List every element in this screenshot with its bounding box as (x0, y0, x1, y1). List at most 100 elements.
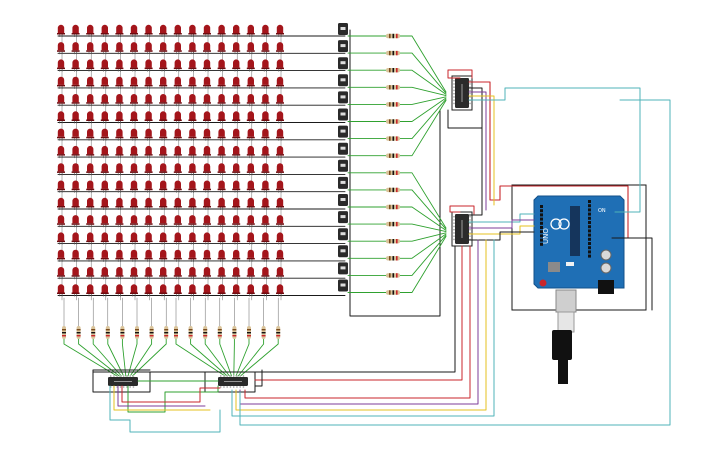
led-body (160, 145, 167, 155)
chip-pin (229, 375, 232, 377)
led-rim (217, 240, 226, 243)
led-rim (246, 292, 255, 294)
led (232, 59, 241, 72)
wire (233, 338, 235, 377)
led (232, 284, 241, 297)
led-body (130, 94, 138, 103)
wire (468, 231, 535, 241)
wire (254, 369, 263, 387)
resistor-band (188, 335, 193, 337)
transistor-mark (340, 266, 346, 270)
led (100, 215, 109, 228)
led-rim (130, 188, 138, 191)
led (130, 111, 138, 124)
wire (468, 213, 535, 223)
led-body (262, 249, 269, 258)
led-rim (86, 50, 95, 52)
led-rim (261, 223, 270, 225)
led-body (130, 111, 138, 120)
led (173, 232, 182, 245)
led-rim (100, 292, 109, 294)
led-rim (71, 206, 80, 208)
resistor-band (164, 332, 169, 334)
led-body (87, 145, 94, 155)
resistor (105, 326, 110, 339)
led (276, 24, 284, 37)
led-rim (261, 188, 270, 191)
led-rim (159, 292, 168, 294)
resistor-band (392, 170, 395, 175)
led (173, 94, 182, 107)
led-rim (159, 275, 168, 277)
chip-pin (242, 375, 245, 377)
led (159, 42, 168, 55)
led (203, 284, 211, 297)
resistor (386, 221, 400, 227)
transistor-mark (340, 112, 346, 116)
resistor-band (76, 329, 81, 331)
resistor-band (389, 170, 391, 175)
led (57, 267, 65, 280)
wire (127, 338, 138, 377)
resistor-band (76, 335, 81, 337)
led-body (189, 180, 196, 189)
led-rim (71, 102, 80, 104)
led-rim (173, 257, 182, 260)
led-body (101, 42, 108, 51)
led-body (262, 128, 269, 137)
resistor (386, 102, 400, 107)
chip-pin (453, 99, 455, 101)
led (276, 128, 284, 141)
led-body (145, 93, 152, 103)
chip-pin (242, 386, 245, 388)
led-body (276, 111, 284, 120)
chip-pin (223, 386, 225, 388)
led (57, 59, 65, 72)
led (71, 249, 80, 262)
led-body (101, 24, 108, 33)
led-rim (86, 102, 95, 104)
led-body (57, 232, 65, 241)
led-body (174, 42, 181, 51)
led-body (87, 249, 94, 258)
led (100, 145, 109, 159)
led-body (203, 163, 211, 172)
led (276, 145, 284, 159)
led-rim (159, 206, 168, 208)
led-rim (203, 275, 211, 277)
led-body (72, 232, 79, 241)
led-body (87, 232, 94, 241)
led (173, 197, 182, 210)
capacitor (600, 262, 612, 274)
led-rim (130, 257, 138, 260)
led (86, 197, 95, 210)
led-body (276, 76, 284, 85)
resistor-band (174, 329, 178, 331)
led-rim (86, 223, 95, 225)
resistor-band (217, 335, 222, 337)
led (276, 163, 284, 176)
led-body (72, 249, 79, 258)
led-rim (130, 50, 138, 52)
wire (237, 338, 265, 377)
led-body (203, 215, 211, 224)
chip-pin (119, 375, 122, 377)
led-rim (188, 102, 197, 104)
led-body (203, 284, 211, 293)
led-body (218, 111, 225, 120)
led-body (72, 284, 79, 293)
led-rim (261, 275, 270, 277)
led-body (101, 128, 108, 137)
resistor-band (232, 332, 237, 334)
led (203, 111, 211, 124)
led (188, 111, 197, 124)
led (217, 180, 226, 193)
transistor-mark (340, 232, 346, 236)
led (115, 284, 124, 297)
led-body (174, 267, 181, 276)
led (159, 24, 168, 37)
led-body (116, 215, 123, 224)
wire (131, 338, 167, 377)
led-rim (100, 206, 109, 208)
resistor (386, 119, 400, 124)
